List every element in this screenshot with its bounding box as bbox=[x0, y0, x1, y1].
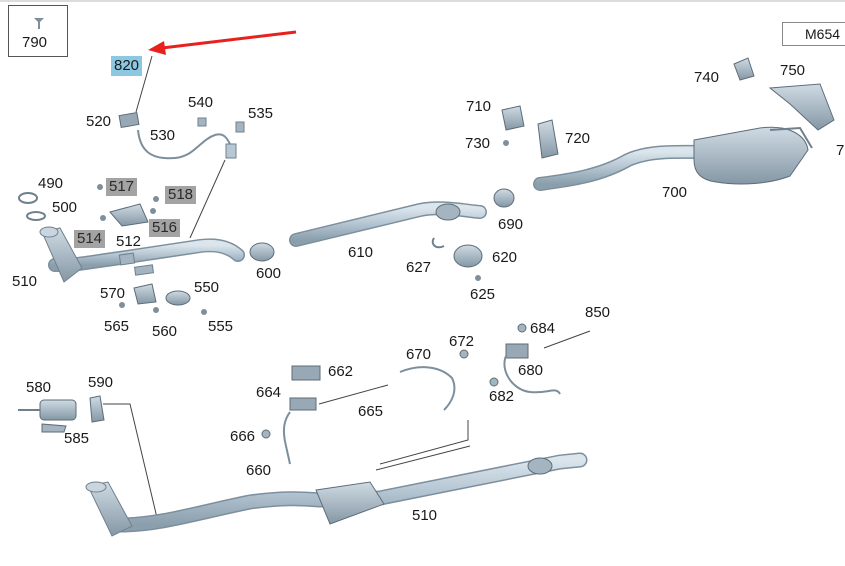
label-690[interactable]: 690 bbox=[498, 216, 524, 233]
label-750[interactable]: 750 bbox=[780, 62, 806, 79]
label-560[interactable]: 560 bbox=[152, 323, 178, 340]
engine-model-label: M654 bbox=[805, 26, 841, 42]
label-684[interactable]: 684 bbox=[530, 320, 556, 337]
sensors-lower bbox=[261, 323, 561, 465]
label-850[interactable]: 850 bbox=[585, 304, 611, 321]
label-550[interactable]: 550 bbox=[194, 279, 220, 296]
label-680[interactable]: 680 bbox=[518, 362, 544, 379]
clamp-690 bbox=[493, 188, 515, 208]
label-730[interactable]: 730 bbox=[465, 135, 491, 152]
label-510-lower[interactable]: 510 bbox=[412, 507, 438, 524]
bracket-570-550 bbox=[119, 283, 207, 315]
mounts-740-750 bbox=[733, 57, 835, 131]
top-divider bbox=[0, 0, 845, 2]
label-700[interactable]: 700 bbox=[662, 184, 688, 201]
label-662[interactable]: 662 bbox=[328, 363, 354, 380]
label-600[interactable]: 600 bbox=[256, 265, 282, 282]
label-555[interactable]: 555 bbox=[208, 318, 234, 335]
label-665[interactable]: 665 bbox=[358, 403, 384, 420]
label-570[interactable]: 570 bbox=[100, 285, 126, 302]
label-720[interactable]: 720 bbox=[565, 130, 591, 147]
label-490[interactable]: 490 bbox=[38, 175, 64, 192]
sensor-520-cable bbox=[118, 111, 245, 160]
highlight-arrow bbox=[148, 30, 297, 55]
bracket-512 bbox=[97, 184, 159, 227]
pipe-610 bbox=[289, 201, 487, 247]
label-790[interactable]: 790 bbox=[22, 34, 48, 51]
label-664[interactable]: 664 bbox=[256, 384, 282, 401]
gaskets-490-500 bbox=[18, 192, 46, 221]
label-500[interactable]: 500 bbox=[52, 199, 78, 216]
label-510-upper[interactable]: 510 bbox=[12, 273, 38, 290]
label-740[interactable]: 740 bbox=[694, 69, 720, 86]
hangers-710-720 bbox=[501, 105, 559, 159]
leader-lines-upper bbox=[135, 55, 591, 405]
label-520[interactable]: 520 bbox=[86, 113, 112, 130]
clip-icon bbox=[34, 18, 44, 29]
label-517[interactable]: 517 bbox=[106, 178, 138, 196]
label-518[interactable]: 518 bbox=[165, 186, 197, 204]
label-820[interactable]: 820 bbox=[111, 56, 143, 76]
label-516[interactable]: 516 bbox=[149, 219, 181, 237]
front-pipe-lower bbox=[85, 452, 588, 537]
part-790-box: 790 bbox=[8, 5, 68, 57]
clamp-600 bbox=[249, 242, 275, 262]
label-620[interactable]: 620 bbox=[492, 249, 518, 266]
label-590[interactable]: 590 bbox=[88, 374, 114, 391]
label-610[interactable]: 610 bbox=[348, 244, 374, 261]
label-565[interactable]: 565 bbox=[104, 318, 130, 335]
label-682[interactable]: 682 bbox=[489, 388, 515, 405]
label-514[interactable]: 514 bbox=[74, 230, 106, 248]
heat-shield-580 bbox=[18, 395, 105, 433]
label-530[interactable]: 530 bbox=[150, 127, 176, 144]
lower-leader-box bbox=[103, 403, 471, 523]
engine-model-box: M654 bbox=[782, 22, 845, 46]
label-512[interactable]: 512 bbox=[116, 233, 142, 250]
label-666[interactable]: 666 bbox=[230, 428, 256, 445]
label-580[interactable]: 580 bbox=[26, 379, 52, 396]
label-660[interactable]: 660 bbox=[246, 462, 272, 479]
actuator-620 bbox=[431, 237, 483, 281]
label-625[interactable]: 625 bbox=[470, 286, 496, 303]
muffler-700 bbox=[533, 126, 813, 191]
front-pipe-upper bbox=[39, 226, 245, 283]
label-585[interactable]: 585 bbox=[64, 430, 90, 447]
label-627[interactable]: 627 bbox=[406, 259, 432, 276]
label-540[interactable]: 540 bbox=[188, 94, 214, 111]
label-670[interactable]: 670 bbox=[406, 346, 432, 363]
label-710[interactable]: 710 bbox=[466, 98, 492, 115]
label-7-clipped[interactable]: 7 bbox=[836, 142, 845, 159]
label-535[interactable]: 535 bbox=[248, 105, 274, 122]
label-672[interactable]: 672 bbox=[449, 333, 475, 350]
